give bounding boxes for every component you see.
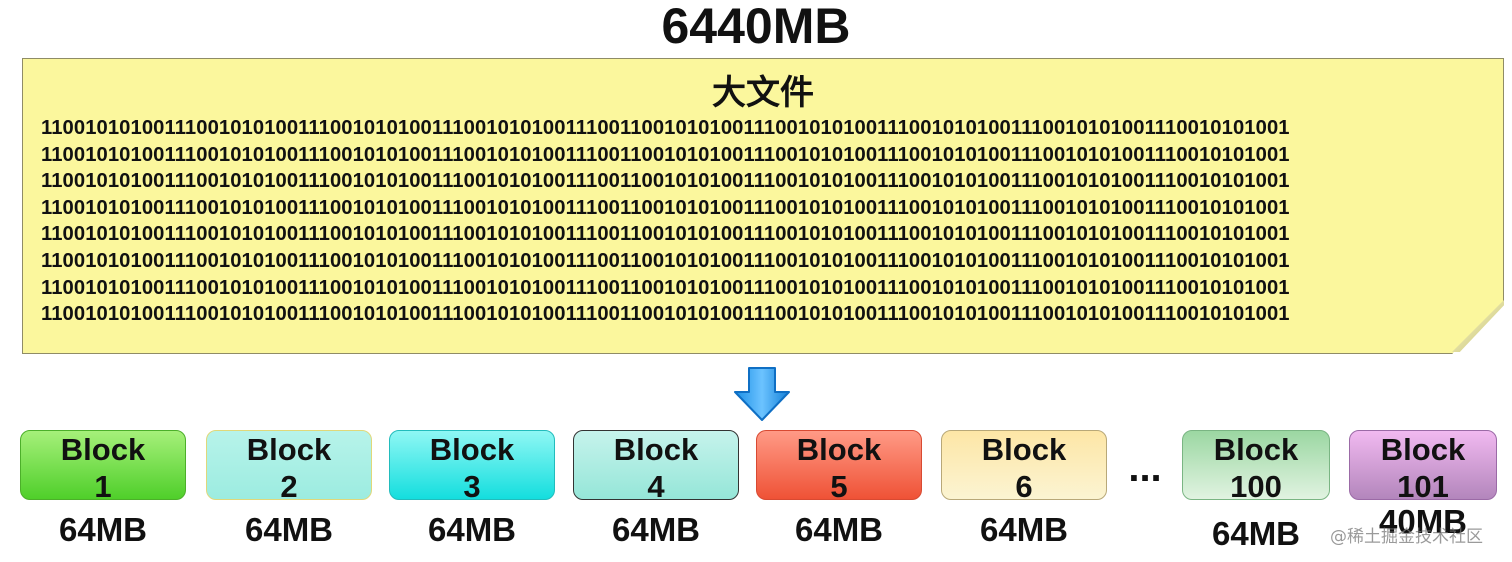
watermark: @稀土掘金技术社区 — [1330, 527, 1483, 547]
binary-line: 1100101010011100101010011100101010011100… — [41, 276, 1290, 299]
block-3: Block 3 — [389, 430, 555, 504]
block-5: Block 5 — [756, 430, 922, 504]
binary-line: 1100101010011100101010011100101010011100… — [41, 170, 1290, 193]
block-size-label: 64MB — [794, 511, 884, 548]
block-size-label: 64MB — [611, 511, 701, 548]
block-number: 101 — [1397, 469, 1449, 504]
block-name: Block — [1380, 432, 1466, 467]
block-100: Block 100 — [1182, 430, 1330, 504]
block-number: 4 — [647, 469, 665, 504]
binary-content: 1100101010011100101010011100101010011100… — [41, 115, 1491, 328]
block-size-label: 64MB — [58, 511, 148, 548]
block-name: Block — [613, 432, 699, 467]
block-size-label: 64MB — [427, 511, 517, 548]
block-6: Block 6 — [941, 430, 1107, 504]
block-1: Block 1 — [20, 430, 186, 504]
block-name: Block — [1213, 432, 1299, 467]
binary-line: 1100101010011100101010011100101010011100… — [41, 143, 1290, 166]
binary-line: 1100101010011100101010011100101010011100… — [41, 196, 1290, 219]
block-101: Block 101 — [1349, 430, 1497, 504]
large-file-note: 大文件 110010101001110010101001110010101001… — [22, 58, 1504, 354]
file-label: 大文件 — [712, 73, 814, 113]
block-name: Block — [60, 432, 146, 467]
down-arrow-icon — [734, 367, 790, 421]
block-number: 3 — [463, 469, 481, 504]
block-size-label: 64MB — [979, 511, 1069, 548]
binary-line: 1100101010011100101010011100101010011100… — [41, 223, 1290, 246]
block-4: Block 4 — [573, 430, 739, 504]
block-number: 100 — [1230, 469, 1282, 504]
page-title: 6440MB — [661, 0, 851, 54]
ellipsis: ... — [1128, 446, 1162, 490]
block-number: 5 — [830, 469, 848, 504]
block-number: 6 — [1015, 469, 1033, 504]
block-number: 2 — [280, 469, 298, 504]
block-size-label: 64MB — [1211, 515, 1301, 552]
block-name: Block — [981, 432, 1067, 467]
binary-line: 1100101010011100101010011100101010011100… — [41, 117, 1290, 139]
block-size-label: 40MB — [1378, 503, 1468, 540]
block-2: Block 2 — [206, 430, 372, 504]
block-name: Block — [246, 432, 332, 467]
binary-line: 1100101010011100101010011100101010011100… — [41, 303, 1290, 326]
binary-line: 1100101010011100101010011100101010011100… — [41, 249, 1290, 272]
block-name: Block — [796, 432, 882, 467]
block-name: Block — [429, 432, 515, 467]
block-number: 1 — [94, 469, 112, 504]
block-size-label: 64MB — [244, 511, 334, 548]
